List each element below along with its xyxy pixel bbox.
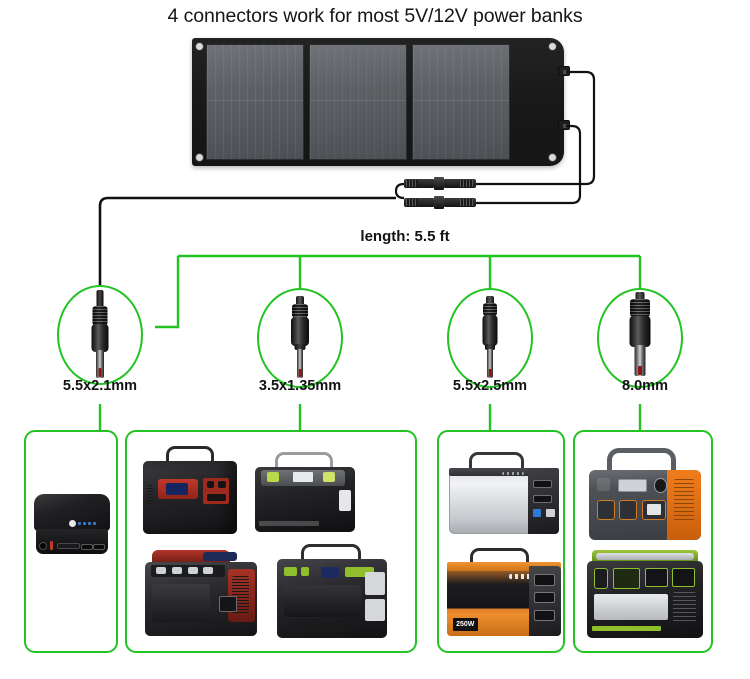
solar-panel [192, 38, 570, 166]
solar-cell-band [206, 44, 510, 160]
connector-label-3: 5.5x2.5mm [452, 378, 528, 394]
page-title: 4 connectors work for most 5V/12V power … [167, 5, 583, 27]
device-power-station-orange-250w: 250W [447, 548, 561, 636]
panel-grommet-icon [195, 153, 204, 162]
panel-lead-upper [476, 70, 596, 186]
mc4-connector [404, 195, 476, 210]
harness-drop-1 [155, 256, 180, 329]
connector-circle-4 [597, 288, 683, 388]
solar-panel-body [192, 38, 564, 166]
product-group-4 [573, 430, 713, 653]
dc-plug-3.5x1.35mm [285, 296, 315, 378]
mc4-loop [394, 182, 405, 200]
product-group-1 [24, 430, 118, 653]
connector-circle-3 [447, 288, 533, 388]
dc-plug-5.5x2.1mm [85, 290, 115, 378]
device-power-station-silver [449, 452, 559, 534]
dc-plug-5.5x2.5mm [475, 296, 505, 378]
connector-circle-1 [57, 285, 143, 385]
device-power-station-green-black [587, 550, 703, 638]
device-flat-power-bank [34, 494, 110, 554]
device-power-station-red-trim [145, 550, 257, 636]
solar-cell-segment [309, 44, 407, 160]
solar-cell-segment [412, 44, 510, 160]
panel-grommet-icon [548, 153, 557, 162]
badge-250w: 250W [452, 617, 478, 631]
connector-label-4: 8.0mm [622, 378, 668, 394]
panel-grommet-icon [548, 42, 557, 51]
product-group-3: 250W [437, 430, 565, 653]
connector-circle-2 [257, 288, 343, 388]
connector-label-1: 5.5x2.1mm [62, 378, 138, 394]
device-power-station-orange-gray [589, 448, 701, 540]
main-dc-cable [98, 196, 396, 285]
solar-cell-segment [206, 44, 304, 160]
cable-length-label: length: 5.5 ft [360, 228, 450, 245]
device-power-station-green-panel [255, 452, 355, 532]
mc4-connector [404, 176, 476, 191]
connector-label-2: 3.5x1.35mm [258, 378, 342, 394]
panel-grommet-icon [195, 42, 204, 51]
product-group-2 [125, 430, 417, 653]
panel-lead-lower [476, 124, 582, 205]
device-power-station-red-display [143, 446, 237, 534]
device-power-station-green-trim [277, 544, 387, 638]
dc-plug-8.0mm [625, 292, 655, 378]
